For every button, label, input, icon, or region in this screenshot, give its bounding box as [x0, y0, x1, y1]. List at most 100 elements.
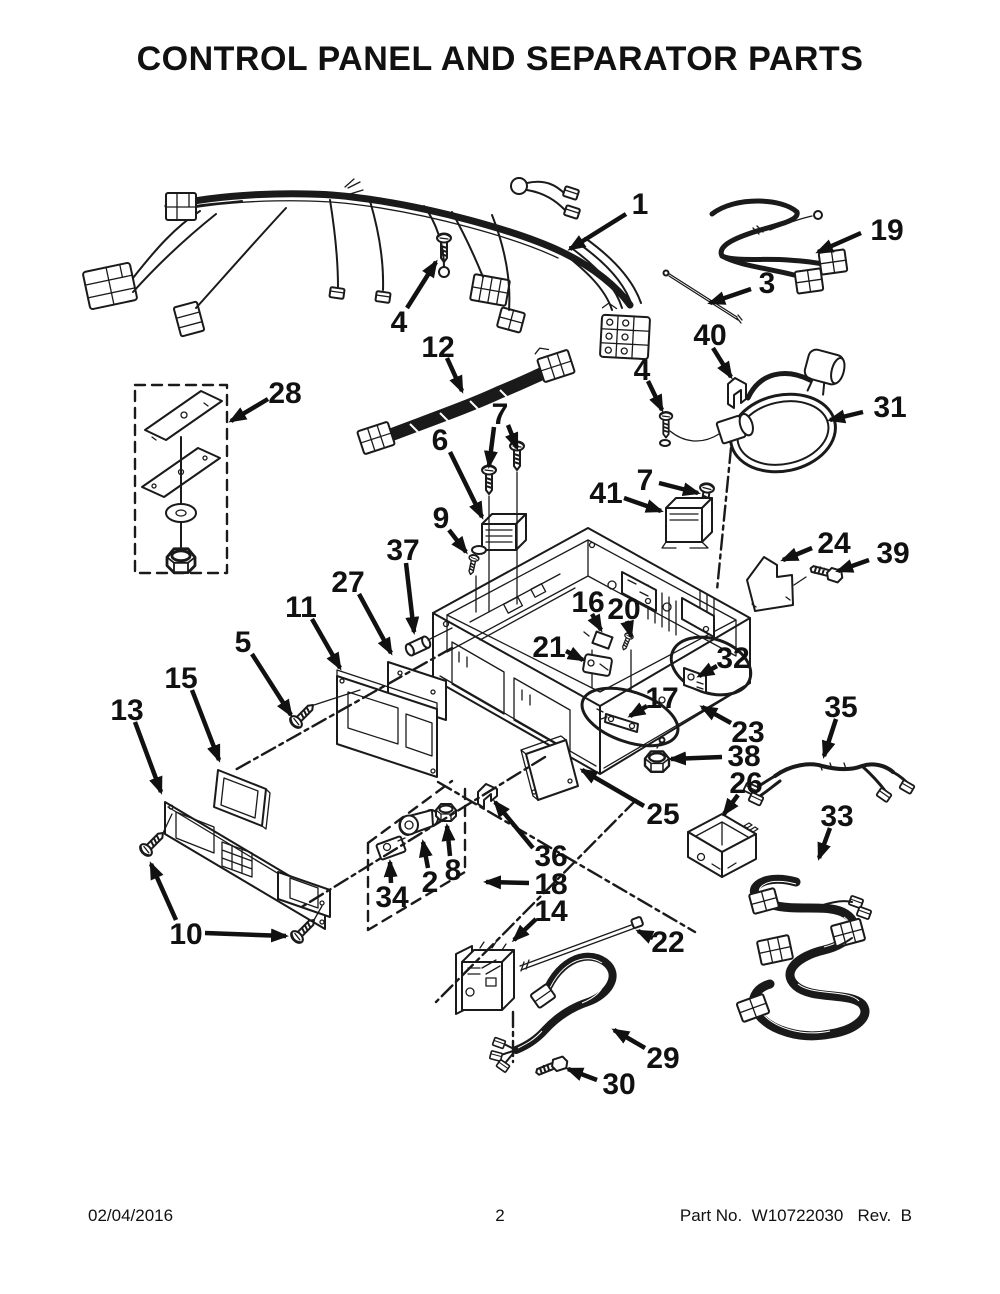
callout-3-label: 3: [759, 267, 776, 300]
callout-33-arrow: [816, 827, 833, 861]
callout-29-arrow: [611, 1028, 647, 1050]
part-13-console-panel: [164, 801, 331, 930]
callout-25-arrow: [579, 768, 646, 808]
callout-28-label: 28: [268, 377, 301, 410]
callout-7-label: 7: [637, 464, 654, 497]
callout-14-arrow: [511, 917, 538, 943]
callout-40-arrow: [711, 346, 733, 380]
part-29-loop-harness: [488, 952, 617, 1074]
callout-1-label: 1: [632, 188, 649, 221]
callout-7-arrow: [483, 426, 498, 469]
callout-41-label: 41: [589, 477, 622, 510]
callout-4-label: 4: [634, 354, 651, 387]
callout-34-label: 34: [375, 881, 409, 914]
callout-28-arrow: [228, 397, 270, 423]
footer-page-number: 2: [495, 1206, 505, 1225]
callout-27-arrow: [357, 592, 393, 656]
callout-9-label: 9: [433, 502, 450, 535]
part-20-screw: [618, 631, 635, 693]
footer-part-info: Part No. W10722030 Rev. B: [679, 1206, 912, 1225]
callout-21-label: 21: [532, 631, 565, 664]
callout-40-label: 40: [693, 319, 726, 352]
part-24-bracket: [746, 556, 794, 612]
callout-38-label: 38: [727, 740, 760, 773]
footer-date: 02/04/2016: [88, 1206, 174, 1225]
part-35-jumper-harness: [742, 762, 916, 807]
callout-36-label: 36: [534, 840, 567, 873]
callout-37-label: 37: [386, 534, 419, 567]
callout-7-arrow: [658, 480, 701, 497]
callout-4-label: 4: [391, 306, 408, 339]
callout-6-arrow: [447, 451, 485, 520]
callout-35-label: 35: [824, 691, 857, 724]
callout-38-arrow: [668, 751, 723, 766]
callout-11-arrow: [310, 617, 342, 671]
part-19-wire-harness: [709, 198, 849, 295]
part-18-switch-group: [366, 779, 467, 932]
callout-3-arrow: [707, 286, 752, 306]
part-3-rod: [662, 269, 743, 324]
callout-2-arrow: [418, 839, 433, 869]
callout-8-arrow: [441, 823, 456, 857]
callout-19-arrow: [815, 230, 862, 255]
callout-20-arrow: [620, 619, 634, 639]
callout-27-label: 27: [331, 566, 364, 599]
callout-18-arrow: [483, 875, 530, 890]
part-23-control-chassis: [432, 527, 753, 775]
callout-1-arrow: [567, 212, 628, 251]
callout-30-label: 30: [602, 1068, 635, 1101]
callout-10-label: 10: [169, 918, 202, 951]
callout-23-label: 23: [731, 716, 764, 749]
callout-5-label: 5: [235, 626, 252, 659]
callout-23-arrow: [699, 705, 733, 725]
part-11-panel-bracket: [336, 669, 438, 778]
callout-12-arrow: [444, 357, 465, 394]
callout-13-arrow: [132, 721, 164, 795]
callout-20-label: 20: [607, 593, 640, 626]
callout-16-arrow: [587, 612, 603, 633]
part-1-main-wire-harness: [82, 177, 651, 361]
part-30-bolt: [533, 1054, 571, 1079]
part-39-bolt: [793, 560, 846, 586]
callout-15-label: 15: [164, 662, 197, 695]
callout-17-arrow: [627, 702, 649, 718]
callout-16-label: 16: [571, 586, 604, 619]
callout-26-arrow: [722, 793, 740, 817]
part-26-box: [687, 813, 759, 878]
callout-15-arrow: [189, 689, 222, 763]
part-38-nut: [643, 736, 671, 773]
part-33-heavy-harness: [735, 874, 873, 1041]
callout-39-label: 39: [876, 537, 909, 570]
callout-22-arrow: [635, 928, 655, 944]
callout-32-arrow: [696, 662, 719, 678]
part-28-stud-assembly: [133, 383, 229, 575]
callout-24-arrow: [780, 545, 813, 563]
callout-9-arrow: [447, 528, 468, 555]
callout-18-label: 18: [534, 868, 567, 901]
callout-37-arrow: [403, 562, 420, 635]
callout-4-arrow: [405, 259, 438, 310]
callout-26-label: 26: [729, 767, 762, 800]
callout-4-arrow: [645, 380, 665, 413]
part-22-rod: [519, 916, 644, 972]
callout-31-label: 31: [873, 391, 906, 424]
callout-33-label: 33: [820, 800, 853, 833]
callout-31-arrow: [827, 409, 864, 424]
callout-7-label: 7: [492, 398, 509, 431]
callout-10-arrow: [204, 928, 289, 943]
callout-2-label: 2: [422, 866, 439, 899]
callout-19-label: 19: [870, 214, 903, 247]
callout-29-label: 29: [646, 1042, 679, 1075]
part-25-cover-plate: [520, 735, 579, 801]
part-17-terminal: [596, 708, 639, 733]
callout-41-arrow: [623, 495, 664, 514]
callout-13-label: 13: [110, 694, 143, 727]
callout-39-arrow: [835, 557, 870, 574]
callout-32-label: 32: [716, 642, 749, 675]
callout-6-label: 6: [432, 424, 449, 457]
explosion-axis-lines: [233, 446, 733, 1064]
part-34-terminal: [375, 835, 407, 861]
part-2-switch: [398, 809, 439, 836]
